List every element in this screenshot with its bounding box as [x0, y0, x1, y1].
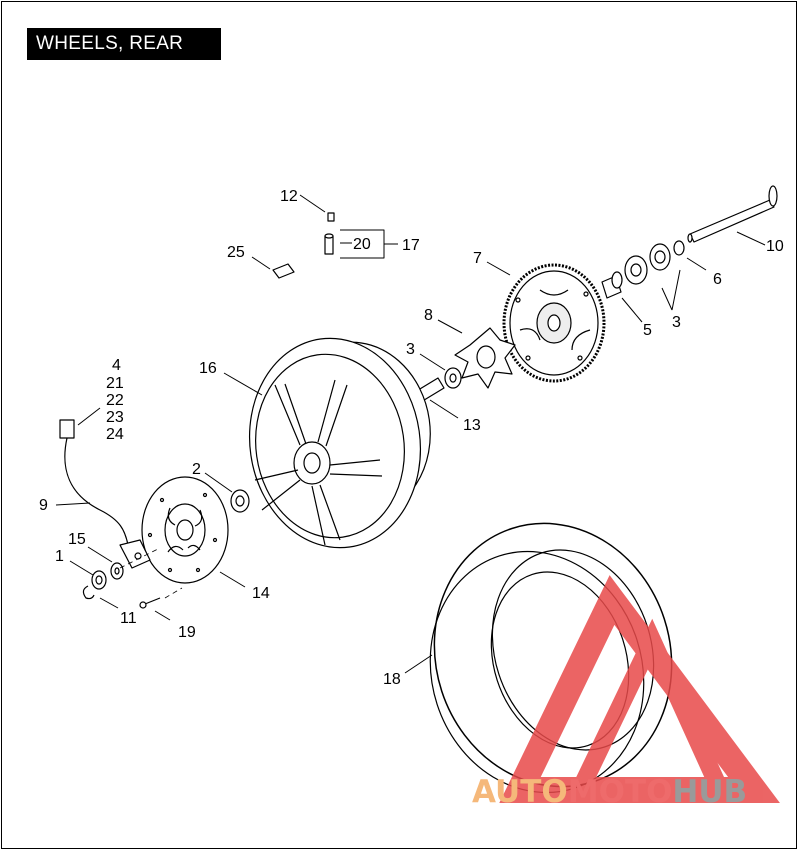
callout-3-left: 3 — [406, 341, 415, 358]
callouts: 12 20 17 25 7 10 6 3 5 8 3 13 16 4 21 22… — [39, 188, 784, 688]
callout-12: 12 — [280, 188, 298, 205]
callout-10: 10 — [766, 238, 784, 255]
callout-18: 18 — [383, 671, 401, 688]
callout-23: 23 — [106, 409, 124, 426]
callout-3-right: 3 — [672, 314, 681, 331]
leader-lines — [55, 194, 766, 674]
watermark-part-moto: MOTO — [568, 774, 673, 810]
valve-cap — [327, 212, 335, 222]
washer — [110, 562, 124, 580]
callout-14: 14 — [252, 585, 270, 602]
bearing-left — [444, 367, 462, 389]
callout-1: 1 — [55, 548, 64, 565]
axle-nut — [91, 570, 107, 590]
watermark-text: AUTOMOTOHUB — [472, 774, 747, 810]
callout-9: 9 — [39, 497, 48, 514]
watermark-part-auto: AUTO — [472, 774, 568, 810]
watermark-logo — [499, 575, 780, 803]
callout-24: 24 — [106, 426, 124, 443]
watermark-part-hub: HUB — [672, 774, 747, 810]
retaining-clip — [82, 585, 95, 600]
wheel-bearing — [230, 489, 250, 513]
callout-25: 25 — [227, 244, 245, 261]
callout-16: 16 — [199, 360, 217, 377]
callout-4: 4 — [112, 357, 121, 374]
rotor-screw — [139, 597, 161, 609]
rear-sprocket — [502, 263, 606, 383]
balance-weight — [272, 263, 295, 279]
callout-8: 8 — [424, 307, 433, 324]
valve-stem — [324, 233, 334, 255]
rear-wheel — [248, 337, 431, 549]
callout-5: 5 — [643, 322, 652, 339]
isolator — [454, 327, 516, 389]
page-title: WHEELS, REAR — [27, 28, 221, 60]
assembly-lines — [119, 547, 183, 599]
callout-22: 22 — [106, 392, 124, 409]
callout-2: 2 — [192, 461, 201, 478]
bearing-set-right — [601, 240, 685, 299]
axle — [687, 185, 778, 243]
callout-21: 21 — [106, 375, 124, 392]
callout-7: 7 — [473, 250, 482, 267]
speed-sensor — [59, 419, 151, 569]
callout-6: 6 — [713, 271, 722, 288]
callout-19: 19 — [178, 624, 196, 641]
callout-20: 20 — [353, 236, 371, 253]
callout-15: 15 — [68, 531, 86, 548]
callout-13: 13 — [463, 417, 481, 434]
brake-rotor — [141, 476, 229, 584]
callout-17: 17 — [402, 237, 420, 254]
callout-11: 11 — [120, 610, 137, 627]
